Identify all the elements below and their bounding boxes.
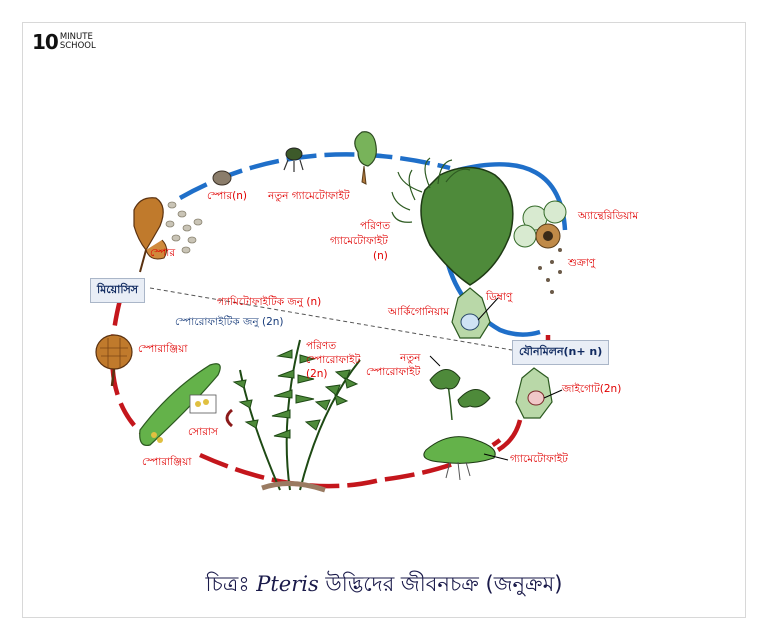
new-sporophyte-graphic (423, 355, 509, 481)
label-mature-sporophyte-3: (2n) (306, 368, 328, 380)
mature-gametophyte-graphic (391, 157, 514, 286)
mature-sporophyte-graphic (232, 339, 361, 493)
label-mature-gametophyte-3: (n) (373, 250, 388, 262)
label-antheridium: অ্যান্থেরিডিয়াম (578, 210, 639, 222)
label-spore: স্পোর(n) (207, 190, 247, 202)
closed-sporangium-graphic (95, 334, 133, 387)
figure-caption: চিত্রঃ Pteris উদ্ভিদের জীবনচক্র (জনুক্রম… (0, 568, 768, 603)
antheridium-graphic (513, 200, 567, 249)
spore-graphic (212, 170, 232, 186)
generation-divider (149, 287, 513, 351)
label-sporangium-top: স্পোরাঞ্জিয়া (138, 343, 188, 355)
label-gametophytic-generation: গ্যামিটোফাইটিক জনু (n) (217, 296, 322, 308)
zygote-graphic (515, 367, 563, 419)
label-sporangium-bottom: স্পোরাঞ্জিয়া (142, 456, 192, 468)
open-sporangium-graphic (133, 197, 168, 273)
sperm-dots (538, 248, 562, 294)
label-new-gametophyte: নতুন গ্যামেটোফাইট (268, 190, 350, 202)
sorus-leaflet-graphic (139, 363, 233, 447)
gametophytic-arc (178, 152, 451, 200)
logo-wordmark: MINUTE SCHOOL (60, 33, 96, 51)
caption-prefix: চিত্রঃ (205, 572, 257, 596)
spore-dots (165, 201, 203, 254)
logo-line-2: SCHOOL (59, 41, 96, 51)
label-mature-sporophyte-1: পরিণত (306, 340, 337, 352)
caption-latin-name: Pteris (256, 572, 319, 596)
sporophytic-arc-left (109, 299, 152, 442)
label-new-sporophyte-1: নতুন (400, 352, 421, 364)
label-egg: ডিম্বাণু (486, 291, 513, 303)
label-sperm: শুক্রাণু (568, 257, 596, 269)
young-gametophyte-graphic (354, 131, 377, 185)
logo-line-1: MINUTE (59, 32, 93, 42)
brand-logo: 10 MINUTE SCHOOL (32, 30, 96, 54)
meiosis-box: মিয়োসিস (90, 278, 146, 303)
fertilization-box: যৌনমিলন(n+ n) (512, 340, 610, 365)
label-sporophytic-generation: স্পোরোফাইটিক জনু (2n) (175, 316, 284, 328)
label-sorus: সোরাস (188, 426, 218, 438)
caption-suffix: উদ্ভিদের জীবনচক্র (জনুক্রম) (318, 572, 563, 596)
figure-frame (22, 22, 746, 618)
archegonium-graphic (451, 287, 499, 339)
label-mature-gametophyte-2: গ্যামেটোফাইট (330, 235, 388, 247)
label-archegonium: আর্কিগোনিয়াম (388, 306, 450, 318)
logo-number: 10 (32, 30, 59, 54)
label-spore-cluster: স্পোর (150, 247, 176, 259)
label-mature-gametophyte-1: পরিণত (360, 220, 391, 232)
label-new-sporophyte-2: স্পোরোফাইট (366, 366, 421, 378)
label-gametophyte-bottom: গ্যামেটোফাইট (510, 453, 568, 465)
new-gametophyte-graphic (283, 147, 304, 172)
sporophytic-arc-zygote (496, 419, 523, 452)
label-zygote: জাইগোট(2n) (562, 383, 622, 395)
label-mature-sporophyte-2: স্পোরোফাইট (306, 354, 361, 366)
